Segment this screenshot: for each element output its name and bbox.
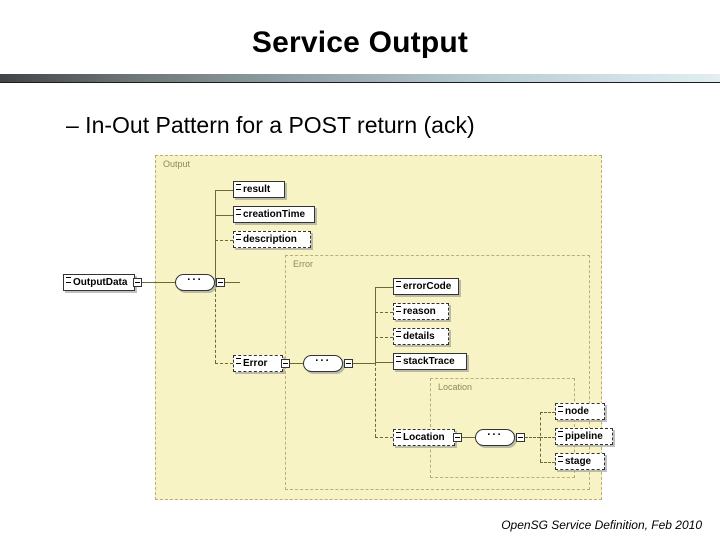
element-reason[interactable]: reason [393, 303, 449, 320]
element-stacktrace[interactable]: stackTrace [393, 353, 467, 370]
connector-to-creationtime [215, 215, 233, 216]
connector-to-stage [540, 462, 555, 463]
element-pipeline[interactable]: pipeline [555, 428, 613, 445]
compositor-dots-error: ··· [315, 355, 331, 367]
element-label-stacktrace: stackTrace [403, 356, 455, 367]
element-label-creationtime: creationTime [243, 209, 306, 220]
element-label-reason: reason [403, 306, 436, 317]
connector-to-result [215, 190, 233, 191]
page-title: Service Output [251, 26, 469, 59]
compositor-sequence-error[interactable]: ··· [303, 355, 343, 372]
group-label-error: Error [293, 259, 313, 269]
connector-to-details [375, 337, 393, 338]
connector-to-location [375, 437, 393, 438]
connector-locationseq-to-spine [525, 437, 540, 438]
connector-to-description [215, 240, 233, 241]
bullet-text: – In-Out Pattern for a POST return (ack) [66, 112, 475, 138]
connector-root-to-spine [215, 282, 240, 283]
connector-to-stacktrace [375, 362, 393, 363]
element-stage[interactable]: stage [555, 453, 605, 470]
collapse-toggle-error-seq[interactable] [344, 359, 353, 368]
element-label-stage: stage [565, 456, 592, 467]
element-label-description: description [243, 234, 297, 245]
connector-errorseq-to-spine [353, 363, 375, 364]
collapse-toggle-root-seq[interactable] [216, 278, 225, 287]
connector-to-errorcode [375, 287, 393, 288]
element-errorcode[interactable]: errorCode [393, 278, 459, 295]
element-label-result: result [243, 184, 271, 195]
group-box-location: Location [430, 378, 575, 478]
xsd-diagram: Output Error Location result creationTim… [63, 155, 613, 500]
compositor-dots-location: ··· [487, 429, 503, 441]
compositor-sequence-location[interactable]: ··· [475, 429, 515, 446]
element-result[interactable]: result [233, 181, 285, 198]
group-label-output: Output [163, 159, 191, 169]
element-node[interactable]: node [555, 403, 605, 420]
connector-to-node [540, 412, 555, 413]
slide-footer: OpenSG Service Definition, Feb 2010 [501, 518, 702, 532]
connector-spine-output-dotted [215, 238, 216, 363]
element-details[interactable]: details [393, 328, 449, 345]
connector-to-pipeline [540, 437, 555, 438]
compositor-dots-root: ··· [187, 274, 203, 286]
collapse-toggle-location-seq[interactable] [516, 433, 525, 442]
compositor-sequence-root[interactable]: ··· [175, 274, 215, 291]
element-location[interactable]: Location [393, 429, 455, 446]
connector-outputdata-to-seq [142, 282, 175, 283]
element-outputdata[interactable]: OutputData [63, 274, 135, 291]
connector-error-to-seq [290, 363, 303, 364]
element-creationtime[interactable]: creationTime [233, 206, 315, 223]
element-error[interactable]: Error [233, 355, 283, 372]
connector-to-reason [375, 312, 393, 313]
collapse-toggle-error[interactable] [281, 359, 290, 368]
collapse-toggle-outputdata[interactable] [133, 278, 142, 287]
collapse-toggle-location[interactable] [453, 433, 462, 442]
element-label-error: Error [243, 358, 268, 369]
element-label-pipeline: pipeline [565, 431, 603, 442]
element-label-outputdata: OutputData [73, 277, 128, 288]
connector-spine-output-solid [215, 190, 216, 282]
connector-spine-error-dotted [375, 312, 376, 437]
element-label-node: node [565, 406, 589, 417]
element-label-details: details [403, 331, 435, 342]
group-box-output: Output [155, 155, 602, 500]
group-label-location: Location [438, 382, 473, 392]
group-box-error: Error [285, 255, 590, 490]
element-label-location: Location [403, 432, 445, 443]
element-description[interactable]: description [233, 231, 311, 248]
title-divider [0, 74, 720, 83]
connector-to-error [215, 363, 233, 364]
connector-location-to-seq [462, 437, 475, 438]
element-label-errorcode: errorCode [403, 281, 452, 292]
